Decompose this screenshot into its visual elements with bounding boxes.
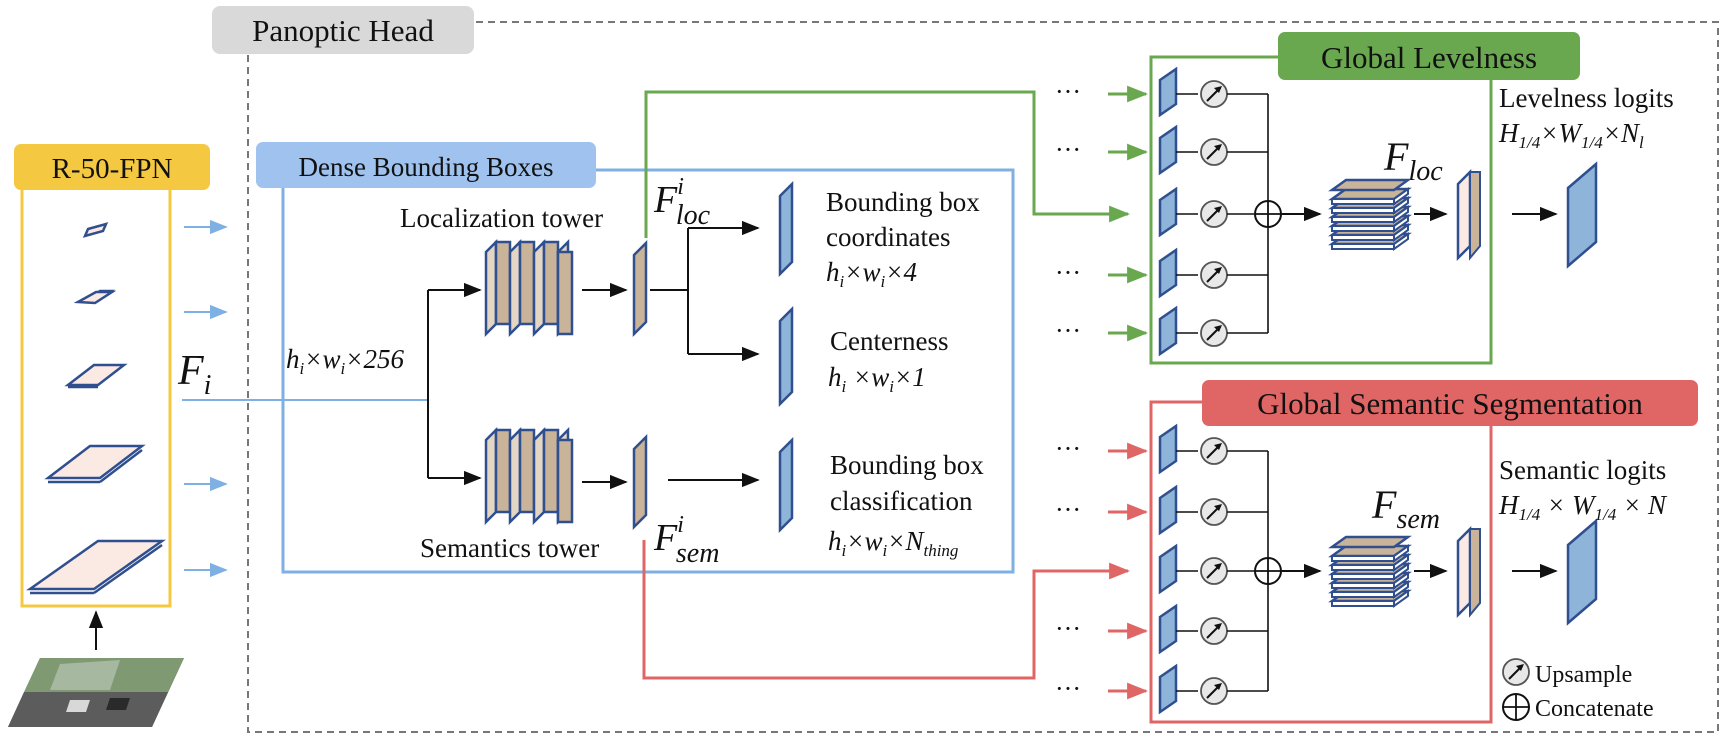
ellipsis: ··· [1055,434,1081,463]
fpn-level-4 [44,444,146,484]
f-loc-feature [632,239,648,338]
levelness-tag [1278,32,1580,80]
centerness-line1: Centerness [830,326,948,356]
centerness-output [778,305,794,408]
ellipsis: ··· [1055,495,1081,524]
input-dims-label: hi×wi×256 [286,344,404,378]
levelness-logits-dims: H1/4×W1/4×Nl [1498,118,1644,152]
fpn-level-5 [26,539,166,595]
f-sem-feature [632,433,648,531]
levelness-feature [1456,168,1481,262]
panoptic-head-frame [247,21,1719,733]
loc-to-levelness-line [644,90,1131,238]
bbox-coords-dims: hi×wi×4 [826,257,917,291]
semantic-feature [1456,525,1481,619]
semantic-rows: ··· ··· ··· ··· [1055,423,1322,715]
panoptic-head-label: Panoptic Head [252,13,434,48]
bbox-cls-dims: hi×wi×Nthing [828,526,958,560]
backbone-label: R-50-FPN [52,153,173,185]
input-image [8,658,184,727]
fpn-level-2 [73,289,117,305]
fpn-level-3 [64,363,128,389]
legend: Upsample Concatenate [1502,658,1654,722]
levelness-rows: ··· ··· ··· ··· [1055,66,1322,357]
centerness-dims: hi ×wi×1 [828,362,926,396]
semantic-label: Global Semantic Segmentation [1257,386,1643,421]
ellipsis: ··· [1055,77,1081,106]
legend-upsample: Upsample [1535,662,1632,688]
feature-fi-label: Fi [177,348,211,401]
bbox-cls-line1: Bounding box [830,450,984,480]
dense-boxes-tag [256,142,596,188]
legend-concatenate: Concatenate [1535,696,1654,722]
levelness-logits-output [1566,161,1598,269]
f-sem-global-label: Fsem [1371,482,1440,535]
backbone-tag [14,144,210,190]
bbox-coords-output [778,180,794,278]
fpn-level-1 [82,222,109,238]
levelness-stack [1328,178,1412,251]
semantic-tag [1202,380,1698,426]
semantic-logits-dims: H1/4 × W1/4 × N [1498,490,1668,524]
sem-tower-label: Semantics tower [420,533,599,563]
loc-tower [484,238,574,338]
f-loc-global-label: Floc [1383,134,1443,187]
ellipsis: ··· [1055,258,1081,287]
loc-tower-label: Localization tower [400,203,603,233]
semantic-logits-label: Semantic logits [1499,455,1666,485]
panoptic-head-tag [212,6,474,54]
ellipsis: ··· [1055,135,1081,164]
ellipsis: ··· [1055,614,1081,643]
semantic-stack [1328,535,1412,608]
sem-tower [484,426,574,526]
bbox-coords-line1: Bounding box [826,187,980,217]
bbox-cls-line2: classification [830,486,973,516]
ellipsis: ··· [1055,674,1081,703]
levelness-label: Global Levelness [1321,40,1537,75]
bbox-coords-line2: coordinates [826,222,950,252]
semantic-logits-output [1566,518,1598,626]
ellipsis: ··· [1055,316,1081,345]
sem-to-semantic-line [642,540,1131,680]
dense-boxes-label: Dense Bounding Boxes [299,152,554,182]
bbox-cls-output [778,436,794,534]
dense-boxes-frame [281,168,1015,574]
levelness-logits-label: Levelness logits [1499,83,1674,113]
